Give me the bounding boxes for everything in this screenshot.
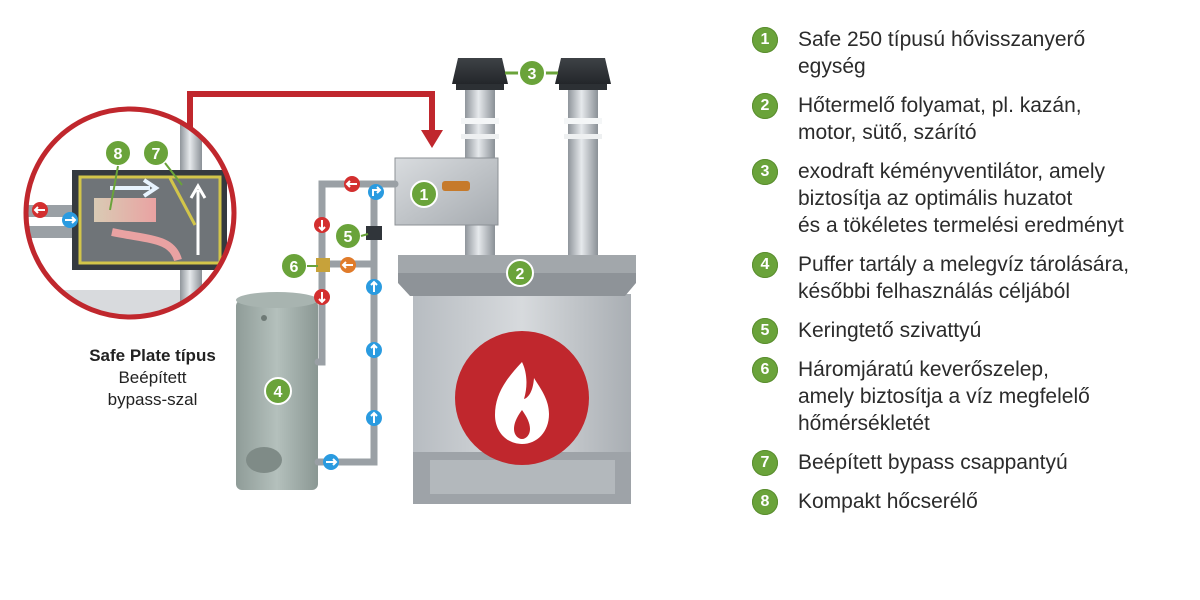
legend-line: későbbi felhasználás céljából <box>798 280 1071 303</box>
boiler <box>398 255 636 504</box>
legend-text: Keringtető szivattyú <box>798 317 981 344</box>
legend-line: Keringtető szivattyú <box>798 319 982 342</box>
detail-subtitle-line2: bypass-szal <box>107 390 198 409</box>
legend-line: Beépített bypass csappantyú <box>798 451 1068 474</box>
legend-line: Kompakt hőcserélő <box>798 490 978 513</box>
legend-item: 4 Puffer tartály a melegvíz tárolására, … <box>752 251 1192 305</box>
svg-text:8: 8 <box>114 146 123 163</box>
legend-text: Beépített bypass csappantyú <box>798 449 1068 476</box>
legend-item: 1 Safe 250 típusú hővisszanyerő egység <box>752 26 1192 80</box>
marker-8: 8 <box>104 139 132 167</box>
legend-number-badge: 1 <box>752 27 778 53</box>
marker-2: 2 <box>506 259 534 287</box>
legend-text: Safe 250 típusú hővisszanyerő egység <box>798 26 1085 80</box>
legend-line: Hőtermelő folyamat, pl. kazán, <box>798 94 1082 117</box>
svg-text:4: 4 <box>274 384 283 401</box>
legend: 1 Safe 250 típusú hővisszanyerő egység 2… <box>752 26 1192 527</box>
legend-number-badge: 2 <box>752 93 778 119</box>
svg-text:1: 1 <box>420 187 429 204</box>
legend-text: Kompakt hőcserélő <box>798 488 978 515</box>
legend-item: 3 exodraft kéményventilátor, amely bizto… <box>752 158 1192 239</box>
detail-subtitle-line1: Beépített <box>118 368 187 387</box>
legend-line: hőmérsékletét <box>798 412 930 435</box>
svg-text:3: 3 <box>528 66 537 83</box>
svg-text:2: 2 <box>516 266 525 283</box>
flow-arrow-cold <box>62 184 384 470</box>
marker-5: 5 <box>334 222 362 250</box>
delivery-arrow <box>187 91 443 150</box>
legend-text: exodraft kéményventilátor, amely biztosí… <box>798 158 1124 239</box>
marker-5-leader <box>360 233 369 237</box>
svg-text:6: 6 <box>290 259 299 276</box>
marker-8-leader <box>109 165 119 211</box>
legend-line: Háromjáratú keverőszelep, <box>798 358 1049 381</box>
svg-text:5: 5 <box>344 229 353 246</box>
legend-line: exodraft kéményventilátor, amely <box>798 160 1105 183</box>
legend-line: amely biztosítja a víz megfelelő <box>798 385 1090 408</box>
legend-number-badge: 6 <box>752 357 778 383</box>
legend-text: Háromjáratú keverőszelep, amely biztosít… <box>798 356 1090 437</box>
legend-number-badge: 7 <box>752 450 778 476</box>
legend-line: biztosítja az optimális huzatot <box>798 187 1073 210</box>
legend-number-badge: 4 <box>752 252 778 278</box>
legend-item: 7 Beépített bypass csappantyú <box>752 449 1192 476</box>
flame-icon <box>495 362 549 444</box>
marker-7: 7 <box>142 139 170 167</box>
legend-number-badge: 8 <box>752 489 778 515</box>
legend-item: 8 Kompakt hőcserélő <box>752 488 1192 515</box>
circulation-pump <box>366 226 382 240</box>
flow-arrow-mixed <box>340 257 356 273</box>
legend-item: 5 Keringtető szivattyú <box>752 317 1192 344</box>
marker-4: 4 <box>264 377 292 405</box>
legend-line: Puffer tartály a melegvíz tárolására, <box>798 253 1130 276</box>
detail-circle <box>23 106 237 320</box>
detail-title: Safe Plate típus <box>89 346 216 365</box>
marker-7-leader <box>164 162 183 186</box>
legend-item: 2 Hőtermelő folyamat, pl. kazán, motor, … <box>752 92 1192 146</box>
svg-text:7: 7 <box>152 146 161 163</box>
legend-line: Safe 250 típusú hővisszanyerő <box>798 28 1086 51</box>
marker-6: 6 <box>280 252 308 280</box>
legend-text: Puffer tartály a melegvíz tárolására, ké… <box>798 251 1129 305</box>
detail-caption: Safe Plate típus Beépített bypass-szal <box>45 345 260 411</box>
legend-number-badge: 5 <box>752 318 778 344</box>
flow-arrow-hot <box>32 176 360 305</box>
legend-line: egység <box>798 55 866 78</box>
marker-3: 3 <box>518 59 546 87</box>
mixing-valve <box>316 258 330 272</box>
marker-1: 1 <box>410 180 438 208</box>
chimney-right <box>555 58 611 262</box>
legend-line: motor, sütő, szárító <box>798 121 977 144</box>
legend-text: Hőtermelő folyamat, pl. kazán, motor, sü… <box>798 92 1082 146</box>
legend-line: és a tökéletes termelési eredményt <box>798 214 1124 237</box>
legend-item: 6 Háromjáratú keverőszelep, amely biztos… <box>752 356 1192 437</box>
legend-number-badge: 3 <box>752 159 778 185</box>
